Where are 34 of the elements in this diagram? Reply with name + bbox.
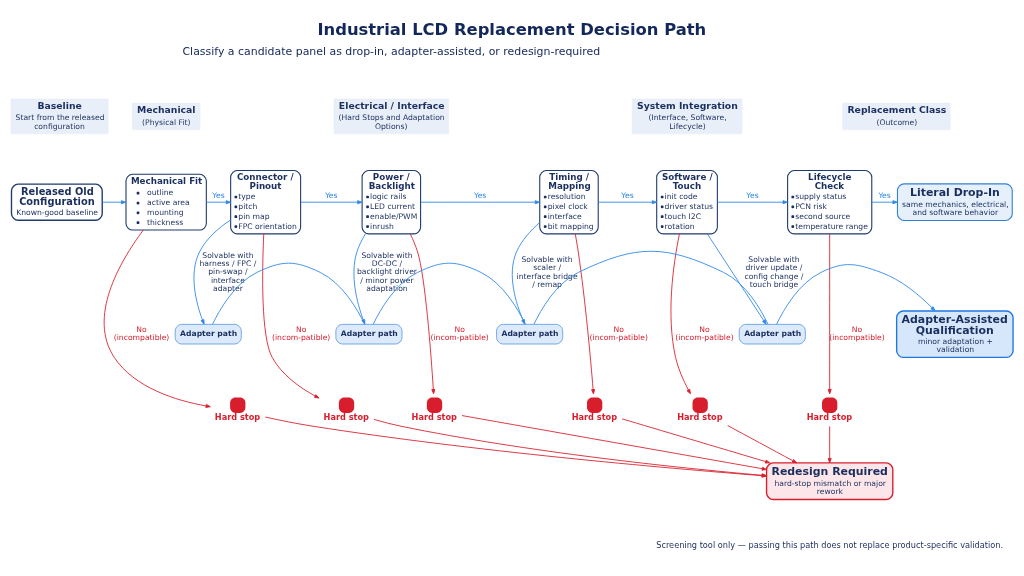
arrow xyxy=(827,425,832,464)
arrow xyxy=(776,264,936,325)
arrow xyxy=(727,425,798,464)
arrow xyxy=(193,219,232,325)
connector xyxy=(372,262,526,325)
arrow xyxy=(717,200,788,205)
arrow xyxy=(205,200,232,205)
node-label: Hard stop xyxy=(806,411,853,422)
arrow xyxy=(262,233,320,399)
arrow xyxy=(621,418,771,464)
arrow xyxy=(373,418,767,478)
arrow xyxy=(103,229,211,408)
arrow xyxy=(706,233,767,325)
node-label: Hard stop xyxy=(323,411,369,422)
caption: Screening tool only — passing this path does not replace product-specific validation. xyxy=(656,539,1004,550)
arrow xyxy=(827,233,832,395)
arrow xyxy=(574,233,596,395)
arrow xyxy=(420,200,541,205)
arrow xyxy=(264,416,767,478)
arrow xyxy=(871,200,898,205)
node-label: Hard stop xyxy=(571,411,618,422)
label: Classify a candidate panel as drop-in, adapter-assisted, or redesign-required xyxy=(182,45,601,59)
arrow xyxy=(101,200,127,205)
arrow xyxy=(597,200,658,205)
arrow xyxy=(511,222,541,325)
node-label: Hard stop xyxy=(214,411,261,422)
arrow xyxy=(300,200,363,205)
arrow xyxy=(670,233,691,395)
diagram-title: Industrial LCD Replacement Decision Path xyxy=(317,19,707,39)
arrow xyxy=(461,415,767,471)
connector xyxy=(533,250,769,325)
arrow xyxy=(409,233,436,395)
node-label: Hard stop xyxy=(677,411,723,422)
node-label: Hard stop xyxy=(411,411,457,422)
